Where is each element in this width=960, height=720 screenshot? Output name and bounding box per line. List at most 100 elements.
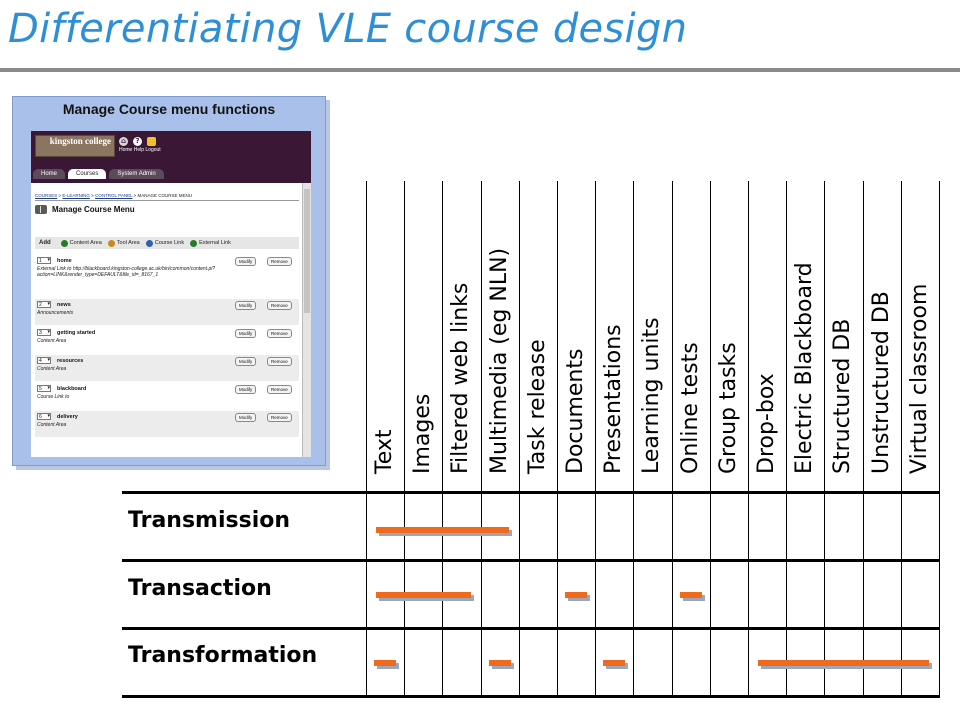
- menu-item: 5 blackboard Course Link to Modify Remov…: [35, 383, 299, 409]
- plus-icon: [60, 239, 68, 247]
- breadcrumb-elearning[interactable]: E-LEARNING: [62, 193, 90, 198]
- breadcrumb-control-panel[interactable]: CONTROL PANEL: [95, 193, 133, 198]
- menu-item-desc: Course Link to: [37, 394, 70, 400]
- breadcrumb-current: MANAGE COURSE MENU: [137, 193, 193, 198]
- column-divider: [557, 181, 558, 698]
- scrollbar-thumb[interactable]: [304, 189, 310, 313]
- column-divider: [748, 181, 749, 698]
- order-select[interactable]: 4: [37, 357, 51, 364]
- remove-button[interactable]: Remove: [267, 413, 292, 422]
- menu-item-desc: Content Area: [37, 338, 67, 344]
- home-icon[interactable]: ⌂: [119, 137, 128, 146]
- menu-item-name: getting started: [57, 330, 96, 336]
- globe-icon: [190, 239, 198, 247]
- column-label: Learning units: [639, 317, 664, 474]
- coverage-bar: [680, 592, 702, 598]
- column-divider: [901, 181, 902, 698]
- order-select[interactable]: 3: [37, 329, 51, 336]
- menu-item-name: blackboard: [57, 386, 87, 392]
- coverage-bar: [376, 592, 471, 598]
- column-divider: [519, 181, 520, 698]
- help-icon[interactable]: ?: [133, 137, 142, 146]
- column-label: Presentations: [601, 324, 626, 474]
- coverage-bar: [489, 660, 511, 666]
- column-divider: [863, 181, 864, 698]
- menu-item-name: home: [57, 258, 72, 264]
- add-content-area-label: Content Area: [69, 240, 102, 246]
- slide-title: Differentiating VLE course design: [8, 6, 688, 52]
- title-divider: [0, 68, 960, 72]
- row-label: Transmission: [128, 508, 291, 533]
- column-label: Filtered web links: [448, 282, 473, 474]
- screenshot-caption: Manage Course menu functions: [62, 101, 276, 117]
- remove-button[interactable]: Remove: [267, 301, 292, 310]
- tab-courses[interactable]: Courses: [68, 169, 107, 179]
- column-label: Unstructured DB: [869, 291, 894, 474]
- column-divider: [710, 181, 711, 698]
- menu-item: 6 delivery Content Area Modify Remove: [35, 411, 299, 437]
- coverage-bar: [376, 527, 509, 533]
- modify-button[interactable]: Modify: [235, 385, 257, 394]
- screenshot-panel: Manage Course menu functions kingston co…: [12, 96, 326, 466]
- row-divider: [122, 559, 939, 562]
- add-external-link[interactable]: External Link: [190, 239, 231, 247]
- column-label: Structured DB: [830, 318, 855, 474]
- menu-item: 1 home External Link to http://blackboar…: [35, 255, 299, 295]
- menu-item-desc: Content Area: [37, 422, 67, 428]
- add-menu-bar: Add Content Area Tool Area Course Link E…: [35, 237, 299, 249]
- order-select[interactable]: 6: [37, 413, 51, 420]
- scrollbar[interactable]: [302, 183, 311, 457]
- menu-item: 2 news Announcements Modify Remove: [35, 299, 299, 325]
- remove-button[interactable]: Remove: [267, 385, 292, 394]
- column-divider: [824, 181, 825, 698]
- menu-item-name: delivery: [57, 414, 78, 420]
- modify-button[interactable]: Modify: [235, 413, 257, 422]
- column-label: Task release: [525, 339, 550, 474]
- add-tool-area[interactable]: Tool Area: [107, 239, 140, 247]
- remove-button[interactable]: Remove: [267, 329, 292, 338]
- column-label: Online tests: [678, 342, 703, 474]
- column-divider: [786, 181, 787, 698]
- column-label: Group tasks: [716, 342, 741, 474]
- modify-button[interactable]: Modify: [235, 357, 257, 366]
- add-content-area[interactable]: Content Area: [60, 239, 102, 247]
- modify-button[interactable]: Modify: [235, 329, 257, 338]
- lock-icon[interactable]: [147, 137, 156, 146]
- remove-button[interactable]: Remove: [267, 257, 292, 266]
- column-label: Drop-box: [754, 373, 779, 474]
- order-select[interactable]: 5: [37, 385, 51, 392]
- column-label: Virtual classroom: [907, 283, 932, 474]
- breadcrumb-courses[interactable]: COURSES: [35, 193, 58, 198]
- add-label: Add: [39, 240, 51, 246]
- row-label: Transformation: [128, 643, 318, 668]
- add-course-link[interactable]: Course Link: [145, 239, 184, 247]
- breadcrumb-divider: [35, 200, 299, 201]
- blackboard-header: kingston college ⌂ ? Home Help Logout Ho…: [31, 131, 311, 183]
- coverage-bar: [758, 660, 929, 666]
- modify-button[interactable]: Modify: [235, 301, 257, 310]
- coverage-bar: [565, 592, 587, 598]
- column-divider: [442, 181, 443, 698]
- tab-system-admin[interactable]: System Admin: [109, 169, 164, 179]
- order-select[interactable]: 2: [37, 301, 51, 308]
- modify-button[interactable]: Modify: [235, 257, 257, 266]
- page-heading-text: Manage Course Menu: [52, 205, 135, 214]
- tab-home[interactable]: Home: [33, 169, 66, 179]
- remove-button[interactable]: Remove: [267, 357, 292, 366]
- column-divider: [595, 181, 596, 698]
- row-label: Transaction: [128, 576, 272, 601]
- coverage-bar: [374, 660, 396, 666]
- column-label: Images: [410, 393, 435, 474]
- menu-item-desc: Announcements: [37, 310, 74, 316]
- menu-item-desc: Content Area: [37, 366, 67, 372]
- column-divider: [939, 181, 940, 698]
- column-label: Text: [372, 429, 397, 475]
- link-icon: [145, 239, 153, 247]
- menu-item-desc: External Link to http://blackboard.kings…: [37, 266, 216, 278]
- column-divider: [672, 181, 673, 698]
- blackboard-screenshot: kingston college ⌂ ? Home Help Logout Ho…: [31, 131, 311, 457]
- add-external-link-label: External Link: [199, 240, 231, 246]
- book-icon: [35, 205, 47, 214]
- order-select[interactable]: 1: [37, 257, 51, 264]
- header-links[interactable]: Home Help Logout: [119, 147, 161, 153]
